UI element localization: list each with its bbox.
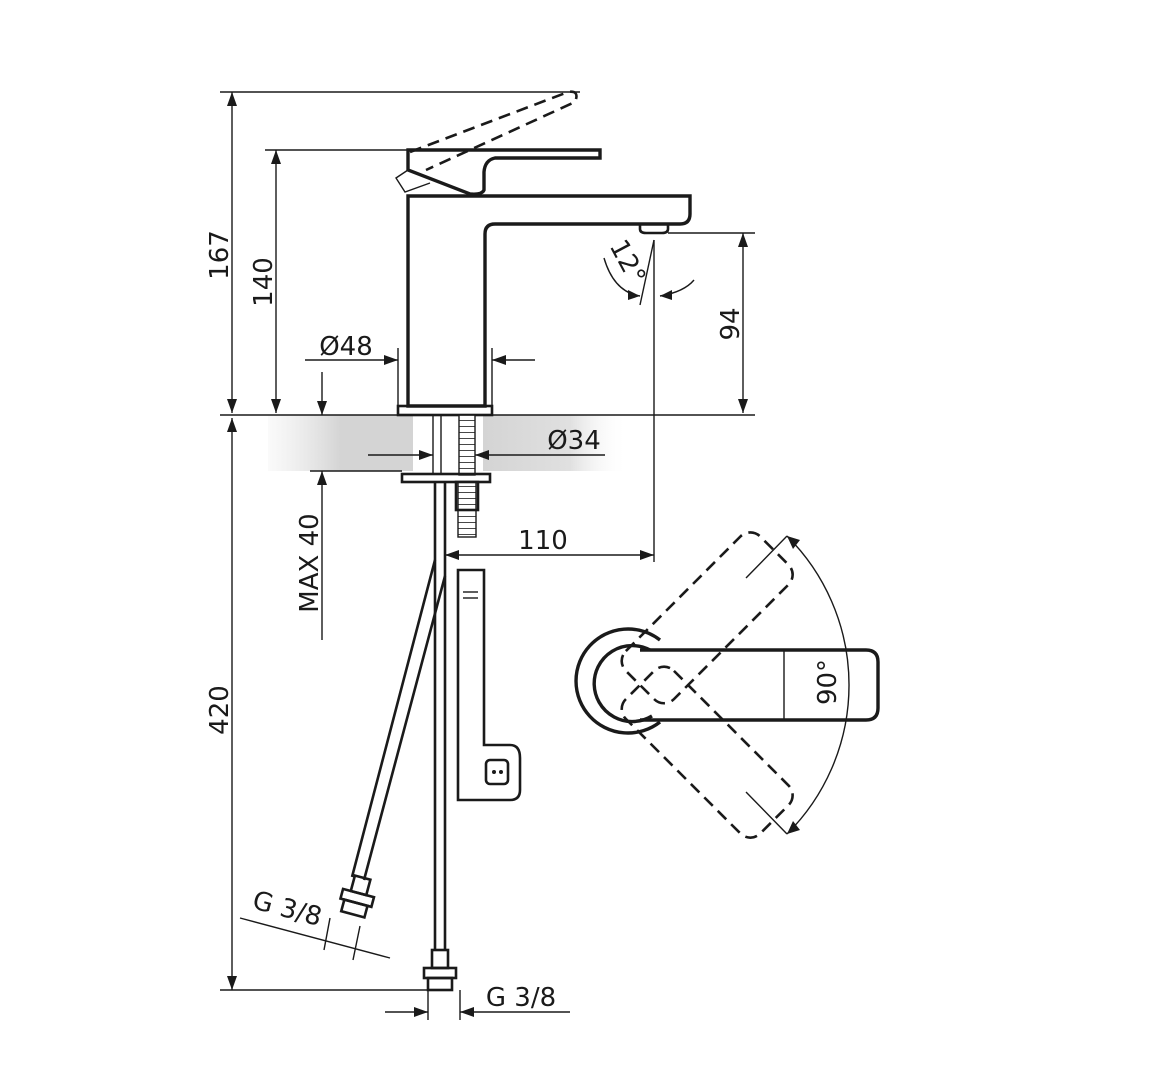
supply-hoses [338, 482, 458, 992]
label-shank-diameter: Ø34 [547, 426, 601, 456]
lever-rotated-dashed-1 [620, 531, 794, 705]
label-spout-reach: 110 [518, 526, 568, 556]
rotation-arc [786, 535, 850, 835]
label-max-deck-thickness: MAX 40 [295, 513, 325, 612]
aerator [638, 224, 670, 235]
lever-hub [574, 627, 662, 735]
label-spray-angle: 12° [603, 235, 651, 290]
mounting-bracket [456, 568, 522, 802]
lever-top-view [574, 531, 880, 839]
label-body-diameter: Ø48 [319, 332, 373, 362]
dimension-labels: 167 140 94 Ø48 Ø34 MAX 40 110 420 12° 90… [205, 230, 843, 1013]
threaded-shank [458, 414, 476, 476]
body-outline [406, 194, 692, 408]
label-spout-height: 94 [716, 307, 746, 340]
countertop-section [268, 415, 628, 471]
straight-hose-fitting [430, 948, 450, 970]
label-body-height: 140 [249, 257, 279, 307]
dimension-lines [220, 91, 755, 1020]
label-lever-rotation: 90° [813, 659, 843, 705]
lever-handle [640, 648, 880, 722]
label-hose-length: 420 [205, 685, 235, 735]
faucet-side-view [395, 90, 692, 538]
lever-outline [406, 148, 602, 196]
label-hose-thread-right: G 3/8 [486, 983, 556, 1013]
lever-rotated-dashed-2 [620, 665, 794, 839]
label-total-height: 167 [205, 230, 235, 280]
lever-raised-outline [409, 90, 578, 172]
label-hose-thread-left: G 3/8 [249, 886, 325, 933]
